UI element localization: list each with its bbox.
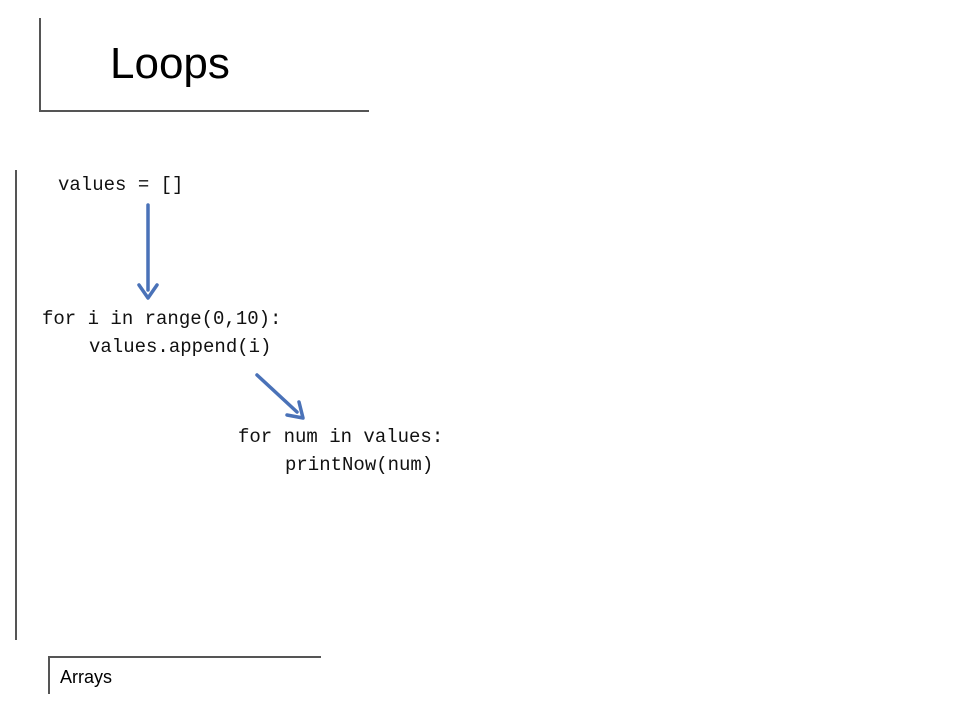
- footer-frame-horizontal-rule: [48, 656, 321, 658]
- code-line-values-init: values = []: [58, 174, 184, 196]
- code-line-append: values.append(i): [89, 336, 272, 358]
- body-frame-vertical-rule: [15, 170, 17, 640]
- arrow-down-icon: [137, 203, 159, 300]
- code-line-for-num: for num in values:: [238, 426, 444, 448]
- arrow-down-right-icon: [255, 373, 305, 420]
- code-line-printnow: printNow(num): [285, 454, 434, 476]
- slide-footer: Arrays: [60, 667, 113, 687]
- title-frame-vertical-rule: [39, 18, 41, 112]
- footer-frame-vertical-rule: [48, 656, 50, 694]
- title-frame-horizontal-rule: [39, 110, 369, 112]
- slide-title: Loops: [110, 39, 230, 88]
- code-line-for-range: for i in range(0,10):: [42, 308, 282, 330]
